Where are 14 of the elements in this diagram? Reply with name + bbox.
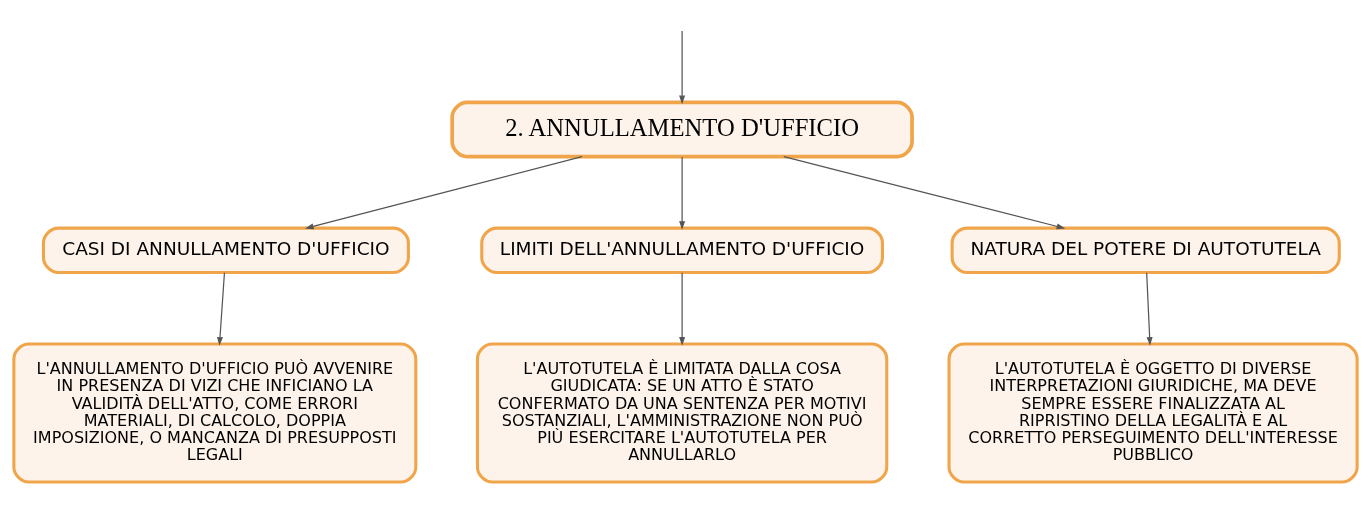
node-box: L'AUTOTUTELA È LIMITATA DALLA COSA GIUDICATA: SE UN ATTO È STATO CONFERMATO DA UNA SENTENZA PER MOTIVI SOSTANZIALI, L'AMMINISTRAZIONE NON PUÒ PIÙ ESERCITARE L'AUTOTUTELA PER ANNULLARLO — [475, 341, 889, 484]
node-box: NATURA DEL POTERE DI AUTOTUTELA — [950, 226, 1341, 274]
node-box: 2. ANNULLAMENTO D'UFFICIO — [450, 100, 914, 158]
node-box: L'AUTOTUTELA È OGGETTO DI DIVERSE INTERPRETAZIONI GIURIDICHE, MA DEVE SEMPRE ESSERE FINALIZZATA AL RIPRISTINO DELLA LEGALITÀ E AL CORRETTO PERSEGUIMENTO DELL'INTERESSE PUBBLICO — [947, 341, 1359, 484]
arrow — [1146, 271, 1153, 346]
arrow — [216, 271, 226, 346]
arrow — [679, 29, 686, 104]
arrow — [679, 155, 686, 230]
arrow — [305, 155, 583, 229]
arrow — [783, 155, 1066, 229]
node-box: CASI DI ANNULLAMENTO D'UFFICIO — [41, 226, 410, 274]
node-box: L'ANNULLAMENTO D'UFFICIO PUÒ AVVENIRE IN PRESENZA DI VIZI CHE INFICIANO LA VALIDITÀ DELL'ATTO, COME ERRORI MATERIALI, DI CALCOLO, DOPPIA IMPOSIZIONE, O MANCANZA DI PRESUPPOSTI LEGALI — [12, 341, 418, 484]
arrow — [679, 271, 686, 346]
node-box: LIMITI DELL'ANNULLAMENTO D'UFFICIO — [480, 226, 884, 274]
